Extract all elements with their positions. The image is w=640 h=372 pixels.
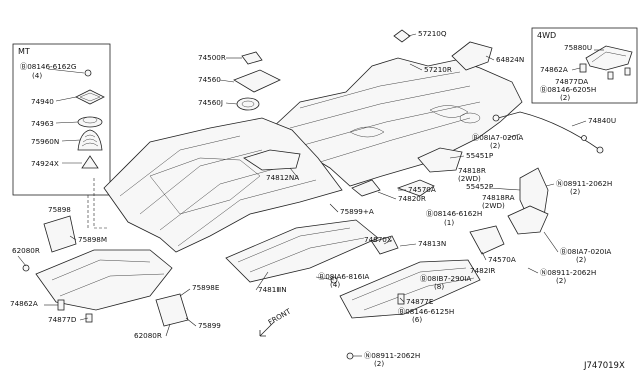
part-label: 74870X (364, 235, 392, 244)
part-label: 75899 (198, 321, 221, 330)
part-label: Ⓑ08IA7-020IA (560, 247, 611, 256)
label: 74877DA (555, 77, 588, 86)
rear-floor-panel (271, 57, 523, 187)
label: 74924X (31, 159, 59, 168)
part-label: Ⓝ08911-2062H (540, 268, 596, 277)
label: 74862A (540, 65, 568, 74)
part-label: (2) (374, 359, 384, 368)
part-label: 74840U (588, 116, 616, 125)
part-labels: 57210Q 64824N 57210R 74500R 74560 74560J… (10, 29, 616, 368)
part-label: 74818R (458, 166, 486, 175)
mt-inset: MT Ⓑ08146-6162G (4) 74940 74963 75960N 7… (12, 43, 111, 196)
part-label: 75898M (78, 235, 107, 244)
part-label: 74818RA (482, 193, 515, 202)
part-label: 7481ⅢN (258, 285, 287, 294)
part-label: 74570A (408, 185, 436, 194)
mt-inset-title: MT (18, 47, 30, 56)
part-label: 74813N (418, 239, 446, 248)
label: Ⓑ08146-6205H (540, 85, 596, 94)
part-label: 55452P (466, 182, 494, 191)
4wd-inset: 4WD 75880U 74862A 74877DA Ⓑ08146-6205H (… (531, 27, 638, 104)
part-label: (2) (556, 276, 566, 285)
label: Ⓑ08146-6162G (20, 62, 77, 71)
part-label: Ⓝ08911-2062H (556, 179, 612, 188)
front-label: FRONT (267, 306, 293, 326)
part-label: Ⓑ08146-6162H (426, 209, 482, 218)
floor-components (233, 29, 604, 255)
part-label: 62080R (12, 246, 40, 255)
part-label: 55451P (466, 151, 494, 160)
part-label: 74862A (10, 299, 38, 308)
part-label: 64824N (496, 55, 524, 64)
part-label: 74560J (198, 98, 223, 107)
leader-lines (17, 33, 587, 357)
under-covers (22, 215, 481, 360)
label: 75880U (564, 43, 592, 52)
part-label: 74500R (198, 53, 226, 62)
part-label: (1) (444, 218, 454, 227)
part-label: Ⓑ08IA7-020IA (472, 133, 523, 142)
part-label: 62080R (134, 331, 162, 340)
part-label: Ⓑ08146-6125H (398, 307, 454, 316)
part-label: Ⓝ08911-2062H (364, 351, 420, 360)
label: (2) (560, 93, 570, 102)
diagram-code: J747019X (583, 361, 625, 371)
part-label: (2WD) (482, 201, 505, 210)
4wd-inset-title: 4WD (537, 31, 556, 40)
part-label: 74812NA (266, 173, 299, 182)
part-label: 75899+A (340, 207, 374, 216)
part-label: Ⓑ08IB7-290IA (420, 274, 471, 283)
4wd-bracket-illustration (571, 45, 633, 80)
part-label: 7482IR (470, 266, 495, 275)
part-label: 75898 (48, 205, 71, 214)
part-label: (2) (490, 141, 500, 150)
part-label: 74877E (406, 297, 434, 306)
label: 75960N (31, 137, 59, 146)
part-label: (4) (330, 280, 340, 289)
front-direction-arrow: FRONT (259, 306, 293, 337)
part-label: (6) (412, 315, 422, 324)
part-label: 74820R (398, 194, 426, 203)
part-label: 75898E (192, 283, 220, 292)
part-label: (2) (576, 255, 586, 264)
mt-parts-illustration (47, 68, 105, 169)
part-label: 74570A (488, 255, 516, 264)
part-label: 57210Q (418, 29, 447, 38)
part-label: (2) (570, 187, 580, 196)
part-label: 74877D (48, 315, 77, 324)
label: (4) (32, 71, 42, 80)
part-label: (8) (434, 282, 444, 291)
mt-callout-line (93, 178, 108, 229)
part-label: 74560 (198, 75, 221, 84)
part-label: Ⓑ08IA6-816IA (318, 272, 369, 281)
label: 74963 (31, 119, 54, 128)
part-label: (2WD) (458, 174, 481, 183)
label: 74940 (31, 97, 54, 106)
part-label: 57210R (424, 65, 452, 74)
